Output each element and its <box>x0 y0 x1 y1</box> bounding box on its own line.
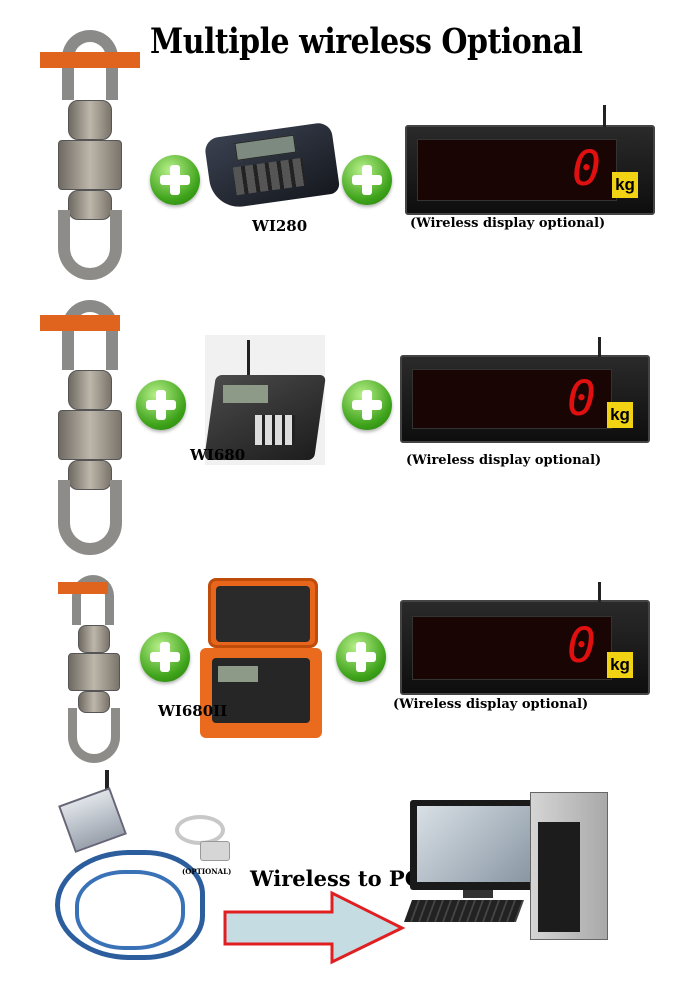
display-label: (Wireless display optional) <box>406 453 602 468</box>
page-title: Multiple wireless Optional <box>150 22 583 63</box>
display-value: 0 <box>567 371 596 427</box>
display-value: 0 <box>567 618 596 674</box>
device-label: WI680II <box>158 702 228 720</box>
arrow-right-icon <box>223 890 406 965</box>
handheld-indicator-icon <box>203 121 341 211</box>
plus-icon <box>136 380 186 430</box>
plus-icon <box>150 155 200 205</box>
display-value: 0 <box>572 141 601 197</box>
display-unit: kg <box>612 172 638 198</box>
wireless-display: 0 kg <box>400 337 650 443</box>
optional-label: (OPTIONAL) <box>182 867 232 876</box>
display-unit: kg <box>607 652 633 678</box>
wireless-display: 0 kg <box>400 582 650 695</box>
display-unit: kg <box>607 402 633 428</box>
load-shackle-icon <box>58 570 130 765</box>
usb-wireless-module-icon <box>45 770 215 965</box>
plus-icon <box>342 155 392 205</box>
plus-icon <box>342 380 392 430</box>
plus-icon <box>140 632 190 682</box>
desktop-computer-icon <box>403 792 613 942</box>
wireless-to-pc-label: Wireless to PC <box>250 866 422 891</box>
device-label: WI280 <box>252 217 308 235</box>
serial-cable-icon <box>175 815 237 863</box>
load-shackle-icon <box>40 20 140 290</box>
display-label: (Wireless display optional) <box>410 216 606 231</box>
desktop-indicator-icon <box>204 335 326 465</box>
portable-case-indicator-icon <box>200 578 322 740</box>
wireless-display: 0 kg <box>405 105 655 215</box>
load-shackle-icon <box>40 295 140 565</box>
display-label: (Wireless display optional) <box>393 697 589 712</box>
plus-icon <box>336 632 386 682</box>
device-label: WI680 <box>190 446 246 464</box>
